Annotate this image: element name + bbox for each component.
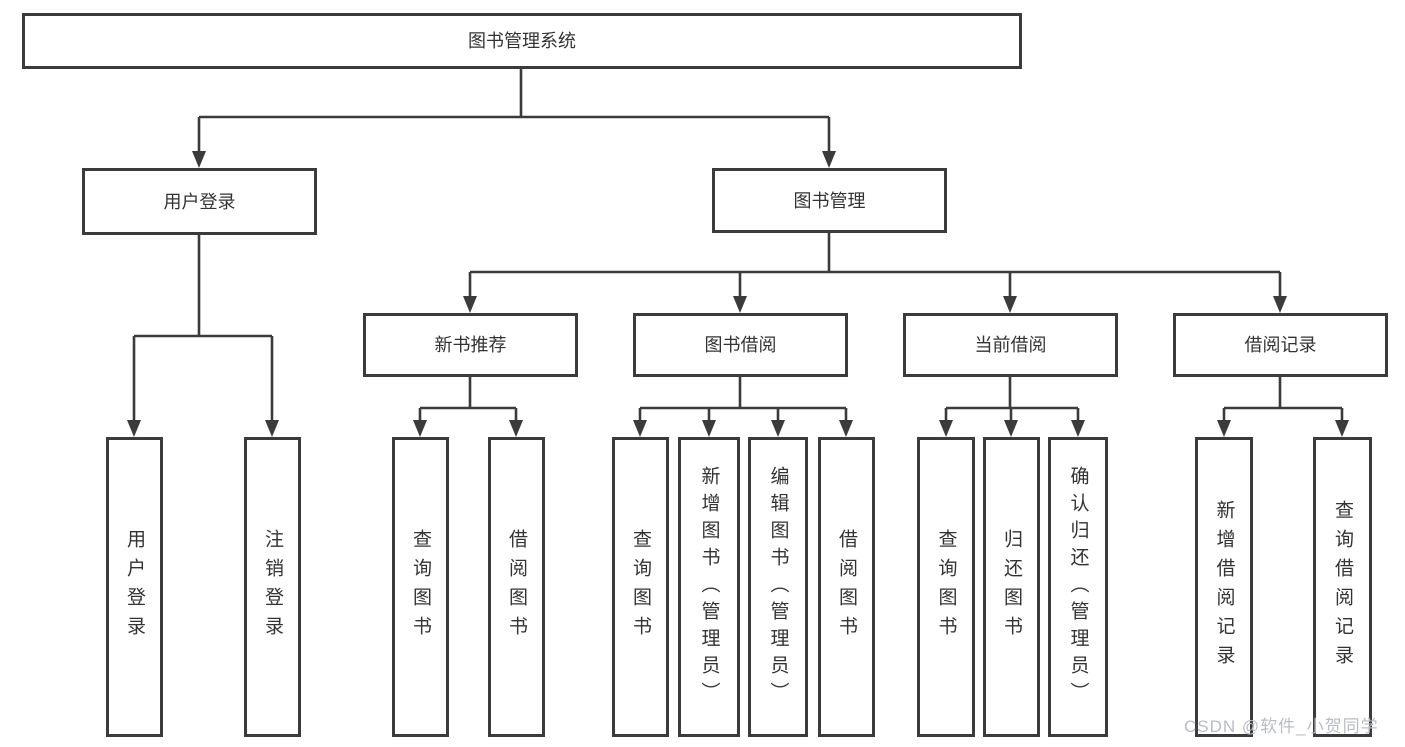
node-user-login-label: 用户登录 bbox=[163, 191, 236, 212]
leaf-add-book-admin: 新增图书（管理员） bbox=[678, 437, 740, 737]
leaf-current-query-books-label: 查询图书 bbox=[935, 529, 957, 645]
leaf-edit-book-admin: 编辑图书（管理员） bbox=[748, 437, 808, 737]
leaf-user-login-label: 用户登录 bbox=[124, 529, 145, 645]
arrowhead bbox=[1273, 296, 1287, 313]
leaf-newrec-borrow-books-label: 借阅图书 bbox=[506, 529, 527, 645]
leaf-return-books: 归还图书 bbox=[983, 437, 1040, 737]
arrowhead bbox=[1071, 420, 1085, 437]
arrowhead bbox=[463, 296, 477, 313]
leaf-newrec-query-books: 查询图书 bbox=[392, 437, 449, 737]
node-new-book-recommend: 新书推荐 bbox=[363, 313, 578, 377]
leaf-add-borrow-record: 新增借阅记录 bbox=[1195, 437, 1253, 737]
arrowhead bbox=[839, 420, 853, 437]
arrowhead bbox=[1004, 420, 1018, 437]
leaf-confirm-return-admin-label: 确认归还（管理员） bbox=[1067, 465, 1089, 709]
leaf-logout-label: 注销登录 bbox=[262, 529, 283, 645]
leaf-borrow-books: 借阅图书 bbox=[818, 437, 875, 737]
leaf-add-borrow-record-label: 新增借阅记录 bbox=[1213, 500, 1235, 674]
arrowhead bbox=[265, 420, 279, 437]
arrowhead bbox=[413, 420, 427, 437]
node-current-borrow: 当前借阅 bbox=[903, 313, 1118, 377]
node-borrow-records: 借阅记录 bbox=[1173, 313, 1388, 377]
leaf-return-books-label: 归还图书 bbox=[1001, 529, 1022, 645]
leaf-borrow-query-books: 查询图书 bbox=[612, 437, 669, 737]
arrowhead bbox=[771, 420, 785, 437]
connector-path bbox=[132, 68, 1344, 422]
csdn-watermark: CSDN @软件_小贺同学 bbox=[1184, 717, 1379, 736]
arrowhead bbox=[822, 151, 836, 168]
leaf-current-query-books: 查询图书 bbox=[917, 437, 975, 737]
arrowhead bbox=[1335, 420, 1349, 437]
leaf-newrec-query-books-label: 查询图书 bbox=[410, 529, 431, 645]
arrowhead bbox=[509, 420, 523, 437]
arrowhead bbox=[733, 296, 747, 313]
arrowhead bbox=[1217, 420, 1231, 437]
node-user-login: 用户登录 bbox=[82, 168, 317, 235]
node-book-borrow-label: 图书借阅 bbox=[704, 335, 777, 355]
node-book-borrow: 图书借阅 bbox=[633, 313, 848, 377]
node-root: 图书管理系统 bbox=[22, 13, 1022, 69]
node-current-borrow-label: 当前借阅 bbox=[974, 335, 1047, 355]
node-book-management: 图书管理 bbox=[712, 168, 947, 233]
arrowheads bbox=[127, 151, 1349, 437]
leaf-confirm-return-admin: 确认归还（管理员） bbox=[1048, 437, 1108, 737]
leaf-logout: 注销登录 bbox=[244, 437, 301, 737]
node-borrow-records-label: 借阅记录 bbox=[1244, 335, 1317, 355]
node-new-book-recommend-label: 新书推荐 bbox=[434, 335, 507, 355]
arrowhead bbox=[192, 151, 206, 168]
arrowhead bbox=[127, 420, 141, 437]
leaf-query-borrow-record-label: 查询借阅记录 bbox=[1332, 500, 1353, 674]
arrowhead bbox=[702, 420, 716, 437]
leaf-newrec-borrow-books: 借阅图书 bbox=[488, 437, 545, 737]
leaf-query-borrow-record: 查询借阅记录 bbox=[1313, 437, 1372, 737]
leaf-borrow-query-books-label: 查询图书 bbox=[630, 529, 651, 645]
arrowhead bbox=[939, 420, 953, 437]
leaf-edit-book-admin-label: 编辑图书（管理员） bbox=[767, 465, 789, 709]
leaf-add-book-admin-label: 新增图书（管理员） bbox=[698, 465, 720, 709]
leaf-borrow-books-label: 借阅图书 bbox=[836, 529, 857, 645]
node-book-management-label: 图书管理 bbox=[793, 190, 866, 211]
leaf-user-login: 用户登录 bbox=[106, 437, 163, 737]
arrowhead bbox=[633, 420, 647, 437]
node-root-label: 图书管理系统 bbox=[468, 31, 576, 51]
arrowhead bbox=[1003, 296, 1017, 313]
